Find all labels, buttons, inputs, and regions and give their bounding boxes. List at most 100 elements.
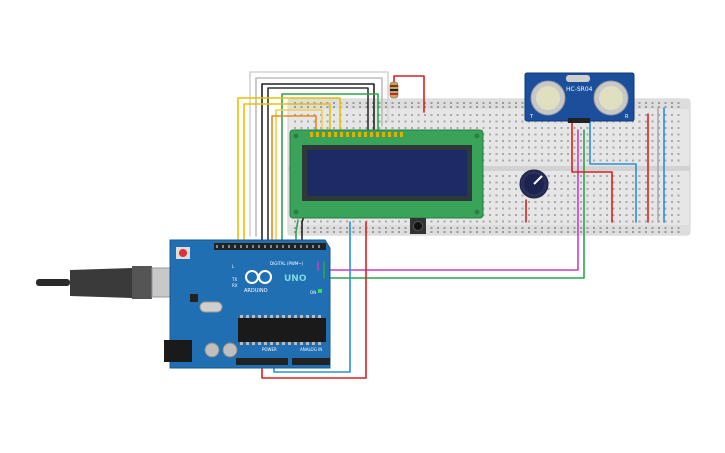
breadboard-hole — [313, 120, 316, 123]
breadboard-hole — [339, 220, 342, 223]
breadboard-hole — [528, 159, 530, 162]
chip-pin — [306, 315, 309, 318]
breadboard-hole — [593, 188, 595, 190]
breadboard-hole — [658, 102, 660, 104]
breadboard-hole — [638, 227, 641, 229]
breadboard-hole — [612, 214, 615, 216]
resistor[interactable] — [389, 81, 399, 99]
breadboard-hole — [430, 231, 433, 233]
breadboard-hole — [515, 133, 517, 136]
breadboard-hole — [547, 194, 550, 197]
breadboard-hole — [515, 127, 517, 129]
breadboard-hole — [664, 227, 667, 229]
breadboard-hole — [339, 227, 342, 229]
breadboard-hole — [554, 159, 556, 162]
breadboard-hole — [612, 220, 615, 223]
breadboard-hole — [502, 114, 504, 116]
arduino-model-label: UNO — [284, 274, 307, 284]
breadboard-hole — [378, 120, 381, 123]
breadboard-hole — [619, 153, 621, 155]
breadboard-hole — [651, 188, 654, 190]
breadboard-hole — [593, 127, 595, 129]
breadboard-hole — [560, 133, 563, 136]
breadboard-hole — [554, 201, 556, 203]
breadboard-hole — [515, 188, 517, 190]
breadboard-hole — [567, 159, 569, 162]
breadboard-hole — [664, 207, 667, 210]
breadboard-hole — [515, 102, 517, 104]
arduino-uno[interactable]: ARDUINO UNO DIGITAL (PWM~) POWER ANALOG … — [164, 239, 331, 369]
lcd-pin — [358, 132, 361, 137]
power-jack[interactable] — [164, 340, 192, 362]
breadboard-hole — [625, 194, 628, 197]
breadboard-hole — [521, 214, 524, 216]
breadboard-hole — [508, 114, 511, 116]
breadboard-hole — [378, 114, 381, 116]
breadboard-hole — [515, 207, 517, 210]
breadboard-hole — [580, 214, 582, 216]
usb-plug-body — [70, 268, 132, 298]
breadboard-hole — [385, 220, 387, 223]
breadboard-hole — [502, 194, 504, 197]
breadboard-hole — [326, 220, 329, 223]
breadboard-hole — [541, 220, 543, 223]
sensor-pin-header — [568, 118, 590, 123]
breadboard-hole — [313, 102, 316, 104]
breadboard-hole — [450, 220, 452, 223]
breadboard-hole — [326, 127, 329, 129]
resistor-band-2 — [390, 89, 398, 91]
breadboard-hole — [664, 120, 667, 123]
breadboard-hole — [580, 127, 582, 129]
breadboard-hole — [658, 140, 660, 142]
breadboard-hole — [554, 227, 556, 229]
breadboard-hole — [476, 114, 478, 116]
breadboard-hole — [404, 114, 407, 116]
breadboard-hole — [625, 201, 628, 203]
breadboard-hole — [502, 153, 504, 155]
breadboard-hole — [456, 127, 459, 129]
breadboard-hole — [333, 220, 335, 223]
breadboard-hole — [658, 127, 660, 129]
breadboard-hole — [424, 120, 426, 123]
breadboard-hole — [586, 127, 589, 129]
breadboard-hole — [372, 106, 374, 108]
breadboard-hole — [463, 106, 465, 108]
push-button[interactable] — [410, 218, 426, 234]
breadboard-hole — [489, 146, 491, 149]
lcd-module[interactable] — [289, 129, 484, 219]
breadboard-hole — [612, 188, 615, 190]
breadboard-hole — [307, 106, 309, 108]
breadboard-hole — [502, 201, 504, 203]
breadboard-hole — [573, 133, 576, 136]
reset-button[interactable] — [179, 249, 187, 257]
breadboard-hole — [326, 114, 329, 116]
ultrasonic-sensor[interactable]: HC-SR04 T R — [524, 72, 635, 123]
breadboard-hole — [632, 127, 634, 129]
sensor-t-label: T — [529, 114, 534, 120]
breadboard-hole — [580, 181, 582, 184]
breadboard-hole — [638, 133, 641, 136]
breadboard-hole — [508, 194, 511, 197]
potentiometer[interactable] — [519, 169, 549, 199]
breadboard-hole — [333, 231, 335, 233]
breadboard-hole — [573, 181, 576, 184]
breadboard-hole — [593, 220, 595, 223]
breadboard-hole — [573, 140, 576, 142]
sensor-r-label: R — [625, 114, 629, 120]
breadboard-hole — [586, 133, 589, 136]
breadboard-hole — [645, 231, 647, 233]
arduino-l-label: L — [232, 264, 235, 269]
breadboard-hole — [677, 106, 680, 108]
breadboard-hole — [645, 146, 647, 149]
chip-pin — [282, 315, 285, 318]
chip-pin — [312, 342, 315, 345]
breadboard-hole — [638, 120, 641, 123]
push-button-cap — [413, 221, 423, 231]
breadboard-hole — [495, 194, 498, 197]
breadboard-hole — [346, 120, 348, 123]
breadboard-hole — [456, 102, 459, 104]
breadboard-hole — [463, 231, 465, 233]
usb-cable[interactable] — [36, 266, 177, 299]
breadboard-hole — [443, 231, 446, 233]
breadboard-hole — [326, 231, 329, 233]
